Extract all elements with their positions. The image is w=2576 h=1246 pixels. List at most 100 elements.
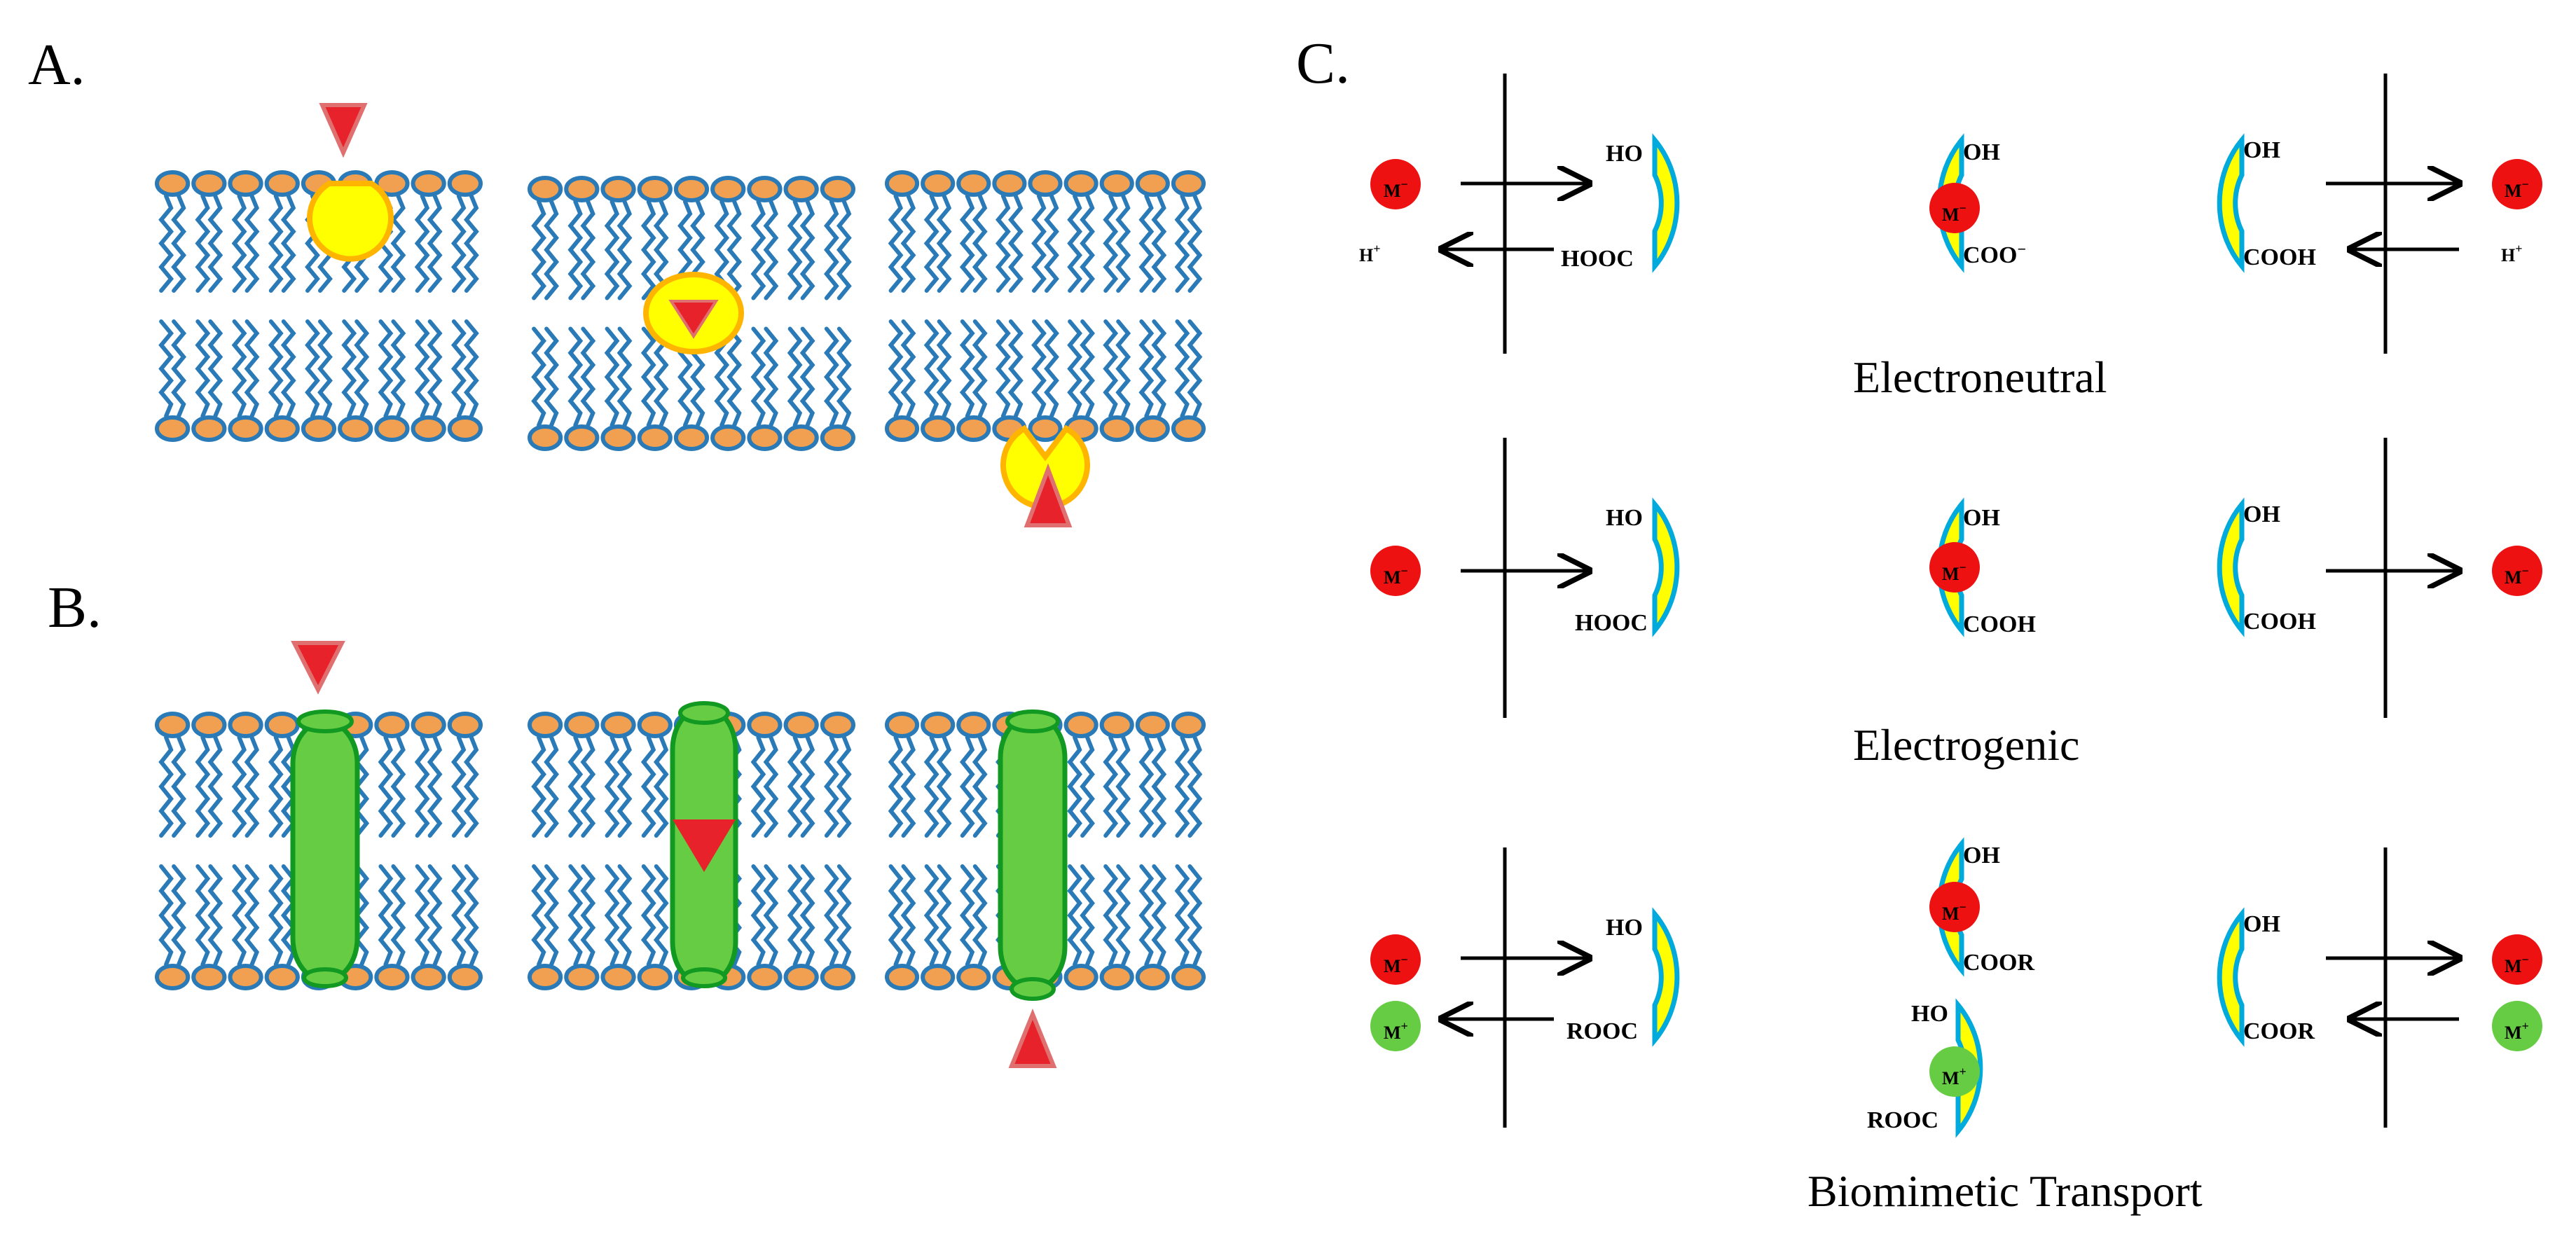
lipid-tail (1174, 194, 1190, 293)
lipid-tail (617, 864, 633, 967)
panel-c-mechanisms: M− H+ HO HOOC M− OH COO− OH COOH M− H+ E… (1359, 74, 2542, 1216)
lipid-head (528, 964, 563, 990)
lipid-tail (1187, 864, 1203, 967)
channel-pore-top (296, 709, 354, 733)
lipid-tail (544, 200, 559, 300)
lipid-tail (787, 200, 803, 300)
metal-anion (1370, 934, 1421, 985)
lipid-head (1063, 712, 1098, 738)
lipid-tail (836, 200, 852, 300)
lipid-head (747, 964, 783, 990)
group-rooc: ROOC (1867, 1107, 1938, 1133)
lipid-head (528, 176, 563, 202)
lipid-tail (231, 194, 247, 293)
panel-c-label: C. (1296, 31, 1350, 96)
lipid-tail (463, 194, 479, 293)
lipid-head (1099, 712, 1134, 738)
channel-pore-bottom (302, 967, 348, 988)
lipid-head (411, 170, 446, 197)
lipid-tail (1080, 864, 1095, 967)
lipid-head (783, 176, 819, 202)
cargo-triangle (1024, 463, 1073, 527)
lipid-head (264, 964, 300, 990)
lipid-tail (567, 200, 584, 300)
lipid-head (1135, 170, 1170, 197)
lipid-head (600, 964, 636, 990)
lipid-tail (1187, 735, 1203, 838)
lipid-tail (1151, 319, 1167, 418)
lipid-head (228, 170, 263, 197)
metal-anion (1370, 546, 1421, 596)
lipid-tail (995, 194, 1011, 293)
lipid-tail (640, 864, 656, 967)
proton-label: H+ (1359, 242, 1381, 265)
lipid-head (956, 415, 991, 442)
lipid-head (710, 176, 746, 202)
lipid-tail (936, 194, 952, 293)
lipid-tail (354, 319, 370, 418)
lipid-tail (1080, 194, 1096, 293)
lipid-head (992, 170, 1027, 197)
lipid-tail (317, 319, 333, 418)
lipid-head (921, 415, 956, 442)
lipid-tail (763, 326, 779, 427)
lipid-tail (158, 319, 174, 418)
lipid-tail (617, 326, 633, 427)
lipid-tail (244, 319, 260, 418)
lipid-tail (378, 864, 394, 967)
lipid-head (1099, 170, 1134, 197)
lipid-tail (463, 319, 479, 418)
lipid-tail (1151, 194, 1167, 293)
lipid-tail (195, 319, 211, 418)
lipid-tail (1174, 864, 1190, 967)
lipid-tail (1067, 735, 1082, 838)
group-oh: OH (1963, 843, 2000, 868)
lipid-head (1099, 415, 1134, 442)
lipid-head (885, 964, 920, 990)
lipid-head (374, 712, 410, 738)
lipid-tail (1187, 194, 1203, 293)
lipid-head (155, 712, 191, 738)
cargo-triangle (319, 103, 368, 158)
group-hooc: HOOC (1561, 246, 1634, 272)
lipid-tail (888, 864, 904, 967)
ion-label: M− (1942, 900, 1967, 924)
lipid-tail (936, 319, 952, 418)
lipid-head (564, 964, 600, 990)
lipid-tail (158, 194, 174, 293)
lipid-head (447, 170, 483, 197)
lipid-tail (888, 319, 904, 418)
lipid-tail (567, 735, 584, 838)
lipid-tail (617, 200, 633, 300)
lipid-tail (207, 735, 223, 838)
lipid-head (411, 964, 446, 990)
lipid-tail (995, 319, 1011, 418)
lipid-tail (604, 200, 620, 300)
lipid-head (783, 424, 819, 451)
row-electroneutral: M− H+ HO HOOC M− OH COO− OH COOH M− H+ E… (1359, 74, 2542, 402)
ion-label: M− (2505, 564, 2529, 588)
panel-b-channel-transport (290, 641, 1068, 1068)
lipid-head (1135, 415, 1170, 442)
lipid-head (1171, 170, 1206, 197)
carrier-open-right (1652, 497, 1680, 637)
lipid-tail (1174, 735, 1190, 838)
proton-label: H+ (2501, 242, 2523, 265)
lipid-tail (923, 194, 939, 293)
lipid-tail (1115, 864, 1131, 967)
lipid-tail (544, 735, 559, 838)
lipid-tail (900, 735, 916, 838)
lipid-tail (158, 864, 174, 967)
lipid-tail (799, 200, 815, 300)
lipid-tail (451, 735, 467, 838)
lipid-head (1028, 415, 1063, 442)
lipid-bilayer (885, 170, 1206, 442)
lipid-head (1063, 170, 1098, 197)
lipid-head (228, 964, 263, 990)
lipid-head (637, 964, 673, 990)
group-ho: HO (1606, 505, 1643, 531)
lipid-tail (1103, 194, 1119, 293)
group-coor: COOR (1963, 950, 2034, 976)
channel (290, 719, 360, 983)
cargo-triangle (1008, 1009, 1057, 1068)
